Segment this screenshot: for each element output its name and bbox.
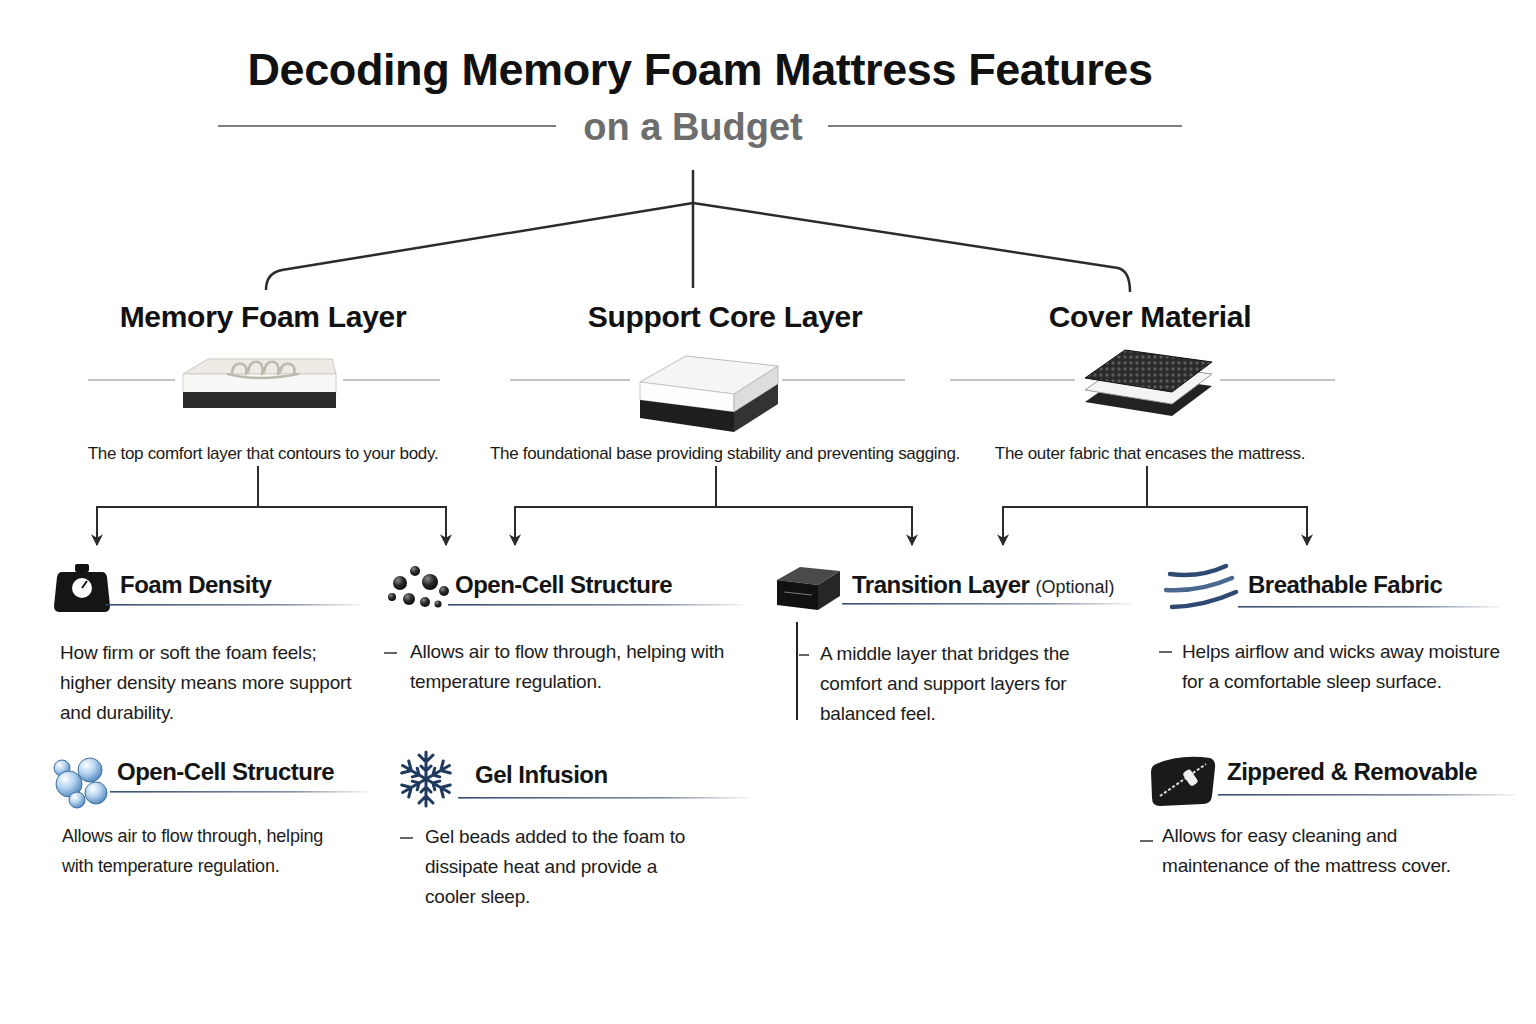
tree-branch bbox=[693, 203, 1130, 292]
cell-dot bbox=[410, 566, 420, 576]
wind-stroke bbox=[1170, 566, 1226, 575]
cell-dot bbox=[388, 593, 396, 601]
category-node: Cover MaterialThe outer fabric that enca… bbox=[960, 297, 1340, 466]
feature-node: Gel InfusionGel beads added to the foam … bbox=[395, 735, 755, 912]
bullet-dash bbox=[400, 837, 413, 839]
scale-needle bbox=[82, 581, 87, 588]
node-description: How firm or soft the foam feels; higher … bbox=[60, 638, 352, 728]
side-rule bbox=[510, 379, 630, 380]
subtitle-rule bbox=[828, 125, 1182, 127]
zipper-pouch bbox=[1151, 757, 1215, 806]
cell-dot bbox=[439, 586, 449, 596]
node-description: Allows air to flow through, helping with… bbox=[62, 821, 352, 881]
heading-underline bbox=[448, 604, 743, 606]
fabric-layer bbox=[1085, 350, 1212, 392]
heading-underline bbox=[842, 603, 1132, 605]
side-rule bbox=[950, 379, 1075, 380]
feature-node: Breathable FabricHelps airflow and wicks… bbox=[1160, 545, 1510, 697]
scale-dial bbox=[72, 578, 92, 598]
wind-stroke bbox=[1172, 592, 1236, 607]
block-stripe bbox=[784, 592, 812, 595]
bubble bbox=[69, 792, 85, 808]
node-description: The foundational base providing stabilit… bbox=[465, 442, 985, 466]
foam-base bbox=[183, 392, 336, 408]
snowflake-arm bbox=[399, 759, 429, 785]
node-description: The outer fabric that encases the mattre… bbox=[960, 442, 1340, 466]
bubble bbox=[78, 758, 102, 782]
subtitle-rule bbox=[218, 125, 556, 127]
heading-underline bbox=[105, 604, 360, 606]
node-heading: Cover Material bbox=[960, 297, 1340, 337]
feature-node: Foam DensityHow firm or soft the foam fe… bbox=[55, 545, 375, 728]
node-heading: Open-Cell Structure bbox=[455, 567, 672, 603]
scale-knob bbox=[75, 564, 89, 572]
heading-underline bbox=[1218, 794, 1516, 796]
feature-node: Zippered & RemovableAllows for easy clea… bbox=[1140, 735, 1510, 881]
scale-body bbox=[54, 572, 110, 612]
cell-dot bbox=[422, 574, 438, 590]
branch-arrow bbox=[1003, 466, 1147, 545]
heading-underline bbox=[1238, 606, 1500, 608]
node-heading: Foam Density bbox=[120, 567, 271, 603]
node-heading: Breathable Fabric bbox=[1248, 567, 1442, 603]
side-rule bbox=[1220, 379, 1335, 380]
block-front bbox=[777, 580, 818, 610]
node-heading: Zippered & Removable bbox=[1227, 754, 1477, 790]
wind-stroke bbox=[1166, 578, 1232, 590]
node-heading: Memory Foam Layer bbox=[63, 297, 463, 337]
branch-arrow bbox=[97, 466, 258, 545]
side-bar bbox=[796, 622, 798, 720]
tree-branch bbox=[266, 203, 693, 290]
node-note: (Optional) bbox=[1035, 569, 1114, 605]
branch-arrow bbox=[258, 466, 446, 545]
tree-trunk bbox=[692, 170, 695, 288]
bullet-dash bbox=[384, 652, 397, 654]
hand-print bbox=[228, 362, 298, 378]
branch-arrow bbox=[716, 466, 912, 545]
cell-dot bbox=[420, 597, 430, 607]
category-node: Support Core LayerThe foundational base … bbox=[465, 297, 985, 466]
diagram-title: Decoding Memory Foam Mattress Features bbox=[200, 42, 1200, 98]
node-description: A middle layer that bridges the comfort … bbox=[820, 639, 1070, 729]
feature-node: Open-Cell StructureAllows air to flow th… bbox=[50, 735, 380, 881]
node-heading: Support Core Layer bbox=[465, 297, 985, 337]
bullet-dash bbox=[799, 654, 809, 656]
zipper-teeth bbox=[1160, 764, 1206, 796]
node-heading: Open-Cell Structure bbox=[117, 754, 334, 790]
node-description: Helps airflow and wicks away moisture fo… bbox=[1182, 637, 1502, 697]
cell-dot bbox=[393, 576, 407, 590]
node-heading: Gel Infusion bbox=[475, 757, 608, 793]
bubble bbox=[85, 782, 107, 804]
heading-underline bbox=[458, 797, 750, 799]
branch-arrow bbox=[1147, 466, 1307, 545]
core-base bbox=[640, 400, 734, 432]
core-side-base bbox=[734, 384, 778, 432]
bullet-dash bbox=[1140, 840, 1153, 842]
node-description: Allows for easy cleaning and maintenance… bbox=[1162, 821, 1482, 881]
node-description: Allows air to flow through, helping with… bbox=[410, 637, 730, 697]
foam-top bbox=[183, 359, 336, 374]
branch-arrow bbox=[515, 466, 716, 545]
node-description: Gel beads added to the foam to dissipate… bbox=[425, 822, 695, 912]
block-side bbox=[818, 571, 840, 610]
feature-node: Transition Layer(Optional) A middle layer… bbox=[772, 545, 1137, 729]
bullet-dash bbox=[1159, 651, 1172, 653]
node-description: The top comfort layer that contours to y… bbox=[63, 442, 463, 466]
subtitle-label: on a Budget bbox=[493, 104, 893, 150]
cell-dot bbox=[435, 601, 442, 608]
zipper-pull bbox=[1182, 769, 1199, 787]
side-rule bbox=[343, 379, 440, 380]
category-node: Memory Foam LayerThe top comfort layer t… bbox=[63, 297, 463, 466]
side-rule bbox=[88, 379, 175, 380]
feature-node: Open-Cell StructureAllows air to flow th… bbox=[385, 545, 755, 697]
heading-underline bbox=[110, 791, 368, 793]
cell-dot bbox=[403, 593, 415, 605]
node-heading: Transition Layer bbox=[852, 567, 1029, 603]
side-rule bbox=[782, 379, 905, 380]
